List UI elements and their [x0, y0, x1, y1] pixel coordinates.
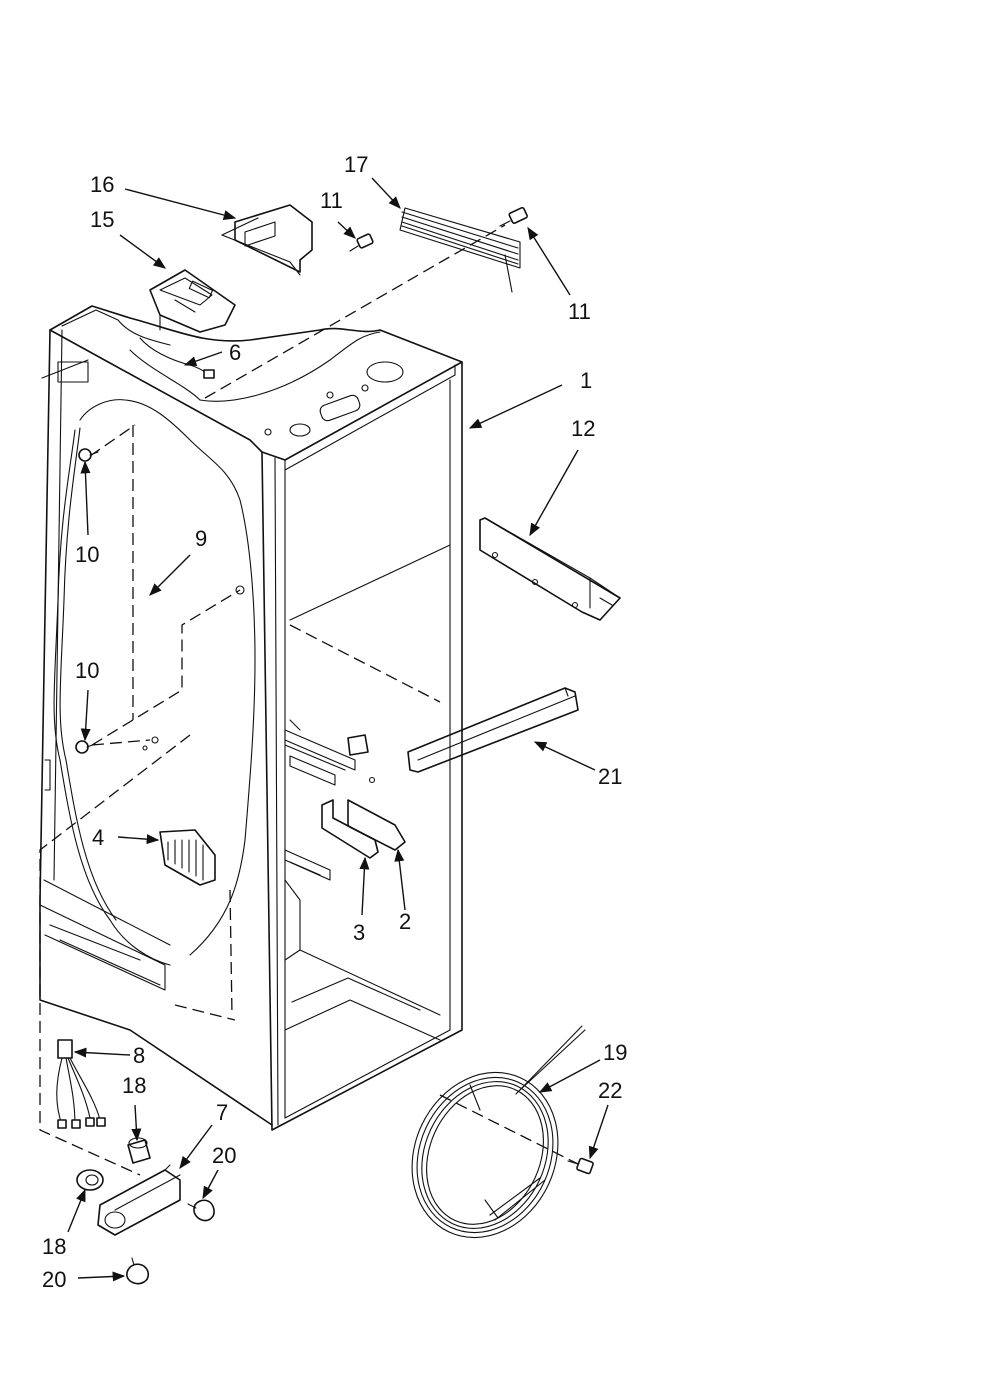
callout-3: 3 [353, 920, 365, 945]
callout-10-upper: 10 [75, 542, 99, 567]
screw-part-11-right [499, 206, 528, 227]
housing-part-7 [97, 1164, 181, 1236]
callout-9: 9 [195, 526, 207, 551]
screw-part-10-upper [78, 448, 99, 462]
rail-part-21 [407, 687, 579, 773]
wire-harness [53, 399, 256, 966]
callout-18-lower: 18 [42, 1234, 66, 1259]
screw-part-10-lower [75, 740, 96, 754]
cabinet-liner-part-1 [39, 305, 463, 1131]
callout-6: 6 [229, 340, 241, 365]
callout-4: 4 [92, 825, 104, 850]
callout-11-upper: 11 [320, 188, 343, 213]
channel-part-12 [479, 517, 621, 621]
screw-part-11-left [349, 233, 374, 252]
callout-20-upper: 20 [212, 1143, 236, 1168]
vent-grille-part-4 [159, 829, 216, 886]
bulb-part-20-lower [126, 1257, 150, 1285]
callout-22: 22 [598, 1078, 622, 1103]
control-housing-part-15 [149, 269, 236, 333]
wire-assembly-part-8 [56, 1039, 106, 1129]
callout-16: 16 [90, 172, 114, 197]
callout-12: 12 [571, 416, 595, 441]
callout-18-upper: 18 [122, 1073, 146, 1098]
callout-20-lower: 20 [42, 1267, 66, 1292]
bracket-part-3 [321, 799, 379, 859]
screw-part-22 [567, 1157, 594, 1175]
callout-19: 19 [603, 1040, 627, 1065]
gasket-strip-part-17 [399, 207, 521, 293]
callout-7: 7 [216, 1100, 228, 1125]
callout-8: 8 [133, 1043, 145, 1068]
callout-labels: 16 15 11 17 11 6 1 12 10 9 10 21 4 3 2 8… [42, 152, 627, 1292]
callout-21: 21 [598, 764, 622, 789]
water-tube-coil-part-19 [411, 1025, 586, 1239]
callout-11-lower: 11 [568, 299, 591, 324]
bracket-part-16 [221, 204, 313, 276]
bracket-part-2 [347, 734, 406, 851]
callout-10-lower: 10 [75, 658, 99, 683]
bulb-part-20-upper [187, 1199, 215, 1222]
knob-part-18-upper [127, 1137, 151, 1164]
callout-2: 2 [399, 909, 411, 934]
callout-1: 1 [580, 368, 592, 393]
screw-hole [151, 736, 159, 744]
knob-part-18-lower [76, 1169, 104, 1191]
callout-15: 15 [90, 207, 114, 232]
callout-17: 17 [344, 152, 368, 177]
callout-leaders [67, 177, 609, 1282]
assembly-guide-lines [39, 224, 581, 1176]
screw-hole [142, 745, 148, 751]
